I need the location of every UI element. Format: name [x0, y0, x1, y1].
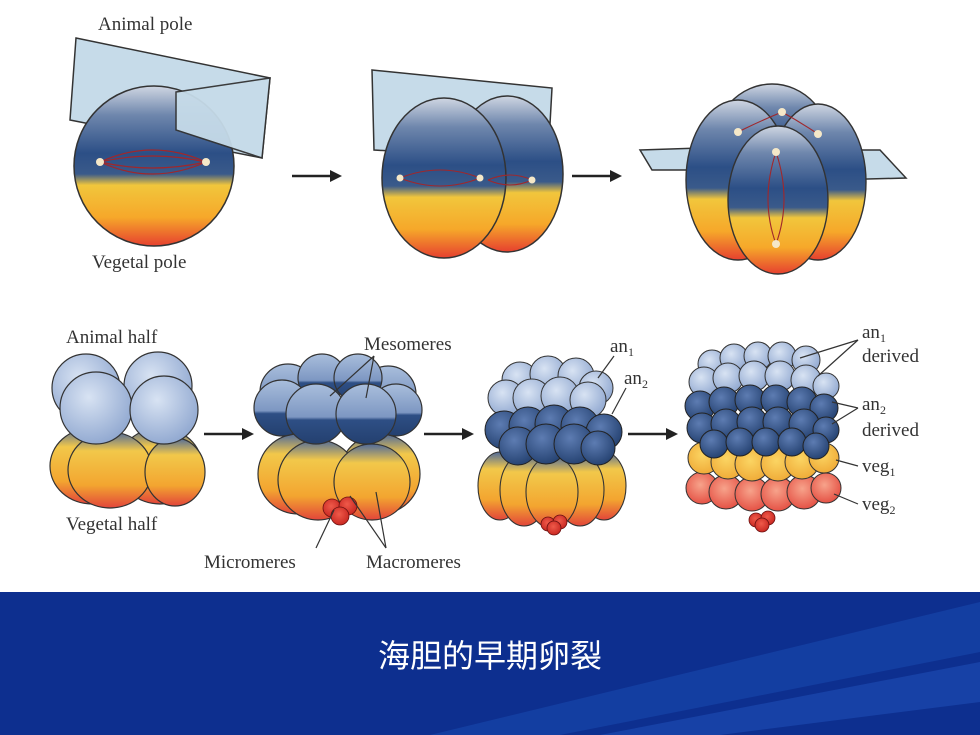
banner-swoosh	[430, 602, 980, 735]
stage-5-sixteen-cell	[253, 353, 423, 526]
micromeres-pointer	[315, 509, 335, 549]
arrow-bottom-3	[628, 428, 678, 440]
veg1-pointer	[835, 459, 859, 467]
animal-half-label: Animal half	[66, 327, 158, 348]
an1-label: an1	[610, 336, 634, 359]
stage-4-eight-cell	[49, 351, 206, 509]
micromeres-label: Micromeres	[204, 552, 296, 573]
macromeres-label: Macromeres	[366, 552, 461, 573]
vegetal-half-label: Vegetal half	[66, 514, 158, 535]
veg1-label: veg1	[862, 456, 895, 479]
animal-pole-label: Animal pole	[98, 14, 192, 35]
slide-caption: 海胆的早期卵裂	[377, 637, 602, 675]
vegetal-pole-label: Vegetal pole	[92, 252, 186, 273]
an1-pointer	[597, 355, 615, 379]
stage-3-four-cell	[638, 83, 908, 275]
arrow-top-1	[292, 170, 342, 182]
mitotic-spindle	[99, 149, 207, 175]
caption-banner	[0, 592, 980, 735]
derived-2-label: derived	[862, 420, 919, 441]
an1-derived-pointers	[799, 339, 859, 377]
arrow-top-2	[572, 170, 622, 182]
mesomeres-pointers	[329, 355, 375, 399]
stage-1-egg	[69, 37, 271, 247]
macromeres-pointers	[349, 491, 387, 549]
an2-pointer	[611, 387, 627, 415]
an1-derived-label: an1	[862, 322, 886, 345]
stage-2-two-cell	[371, 69, 564, 259]
an2-derived-label: an2	[862, 394, 886, 417]
micromeres-cluster	[322, 496, 358, 526]
arrow-bottom-2	[424, 428, 474, 440]
an2-derived-pointers	[831, 401, 859, 425]
stage-6-thirty-two-cell	[477, 355, 627, 536]
an2-label: an2	[624, 368, 648, 391]
arrow-bottom-1	[204, 428, 254, 440]
veg2-label: veg2	[862, 494, 895, 517]
cleavage-diagram: Animal pole Vegetal pole	[49, 14, 919, 573]
veg2-pointer	[833, 493, 859, 505]
mesomeres-label: Mesomeres	[364, 334, 452, 355]
derived-1-label: derived	[862, 346, 919, 367]
stage-7-sixty-four-cell	[684, 341, 842, 533]
